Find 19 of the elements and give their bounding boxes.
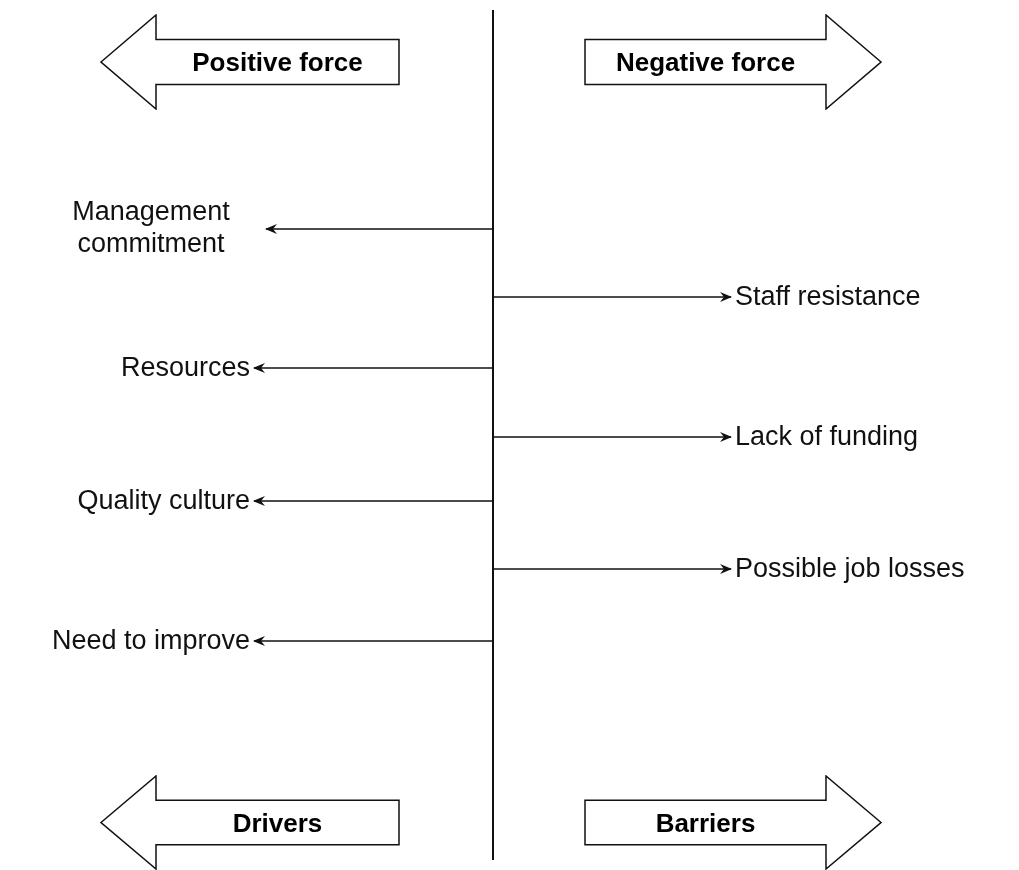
- force-label: Staff resistance: [735, 279, 995, 313]
- arrow: [493, 564, 732, 574]
- arrow: [265, 224, 493, 234]
- force-label: Lack of funding: [735, 419, 975, 453]
- force-label: Need to improve: [0, 623, 250, 657]
- center-line: [492, 10, 494, 860]
- arrow: [253, 636, 493, 646]
- force-label: Possible job losses: [735, 551, 1015, 585]
- arrow-label: Negative force: [615, 46, 796, 78]
- arrow-label: Barriers: [655, 807, 756, 838]
- arrow: [253, 363, 493, 373]
- force-label: Resources: [60, 350, 250, 384]
- arrow: [253, 496, 493, 506]
- arrow-label: Drivers: [232, 807, 323, 838]
- arrow: [493, 432, 732, 442]
- arrow-label: Positive force: [192, 46, 363, 78]
- force-label: Management commitment: [40, 193, 262, 261]
- arrow: [493, 292, 732, 302]
- force-label: Quality culture: [0, 483, 250, 517]
